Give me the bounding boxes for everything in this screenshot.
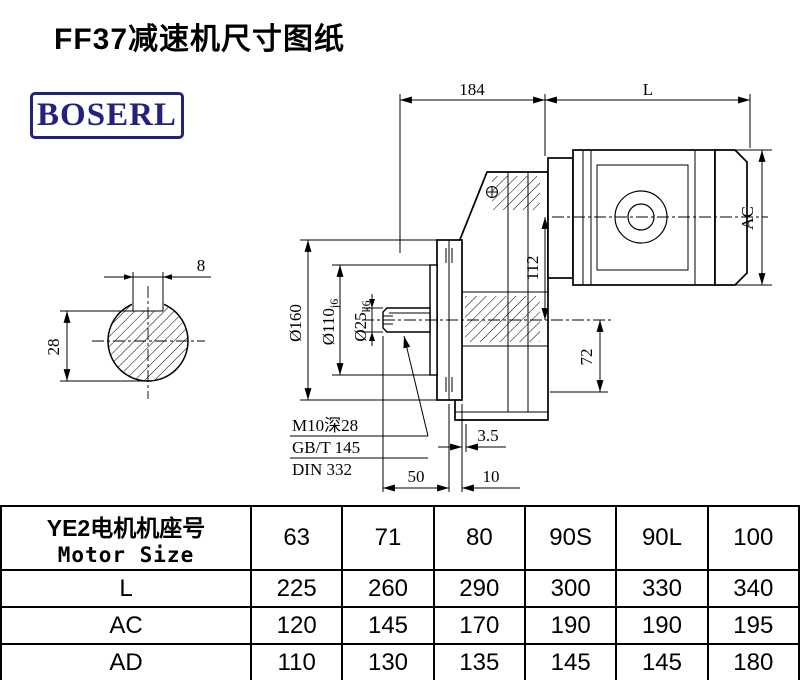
table-row-AD: AD 110 130 135 145 145 180 [0, 643, 800, 680]
note-gbt: GB/T 145 [292, 438, 360, 457]
table-row-L: L 225 260 290 300 330 340 [0, 569, 800, 608]
cell: 170 [432, 606, 526, 645]
cell: 145 [341, 606, 435, 645]
dim-key-width: 8 [197, 256, 206, 275]
header-col: 90S [523, 505, 618, 571]
cell: 180 [706, 643, 800, 680]
row-label: AC [0, 606, 252, 645]
cell: 190 [523, 606, 618, 645]
dim-shaft: Ø25k6 [351, 300, 373, 341]
motor [547, 149, 768, 286]
cell: 110 [249, 643, 344, 680]
cell: 195 [706, 606, 800, 645]
section-hatch-lower [465, 296, 540, 342]
cell: 145 [523, 643, 618, 680]
boserl-logo: BOSERL [30, 92, 184, 139]
header-col: 80 [432, 505, 526, 571]
bottom-annotations: M10深28 GB/T 145 DIN 332 3.5 50 10 [290, 335, 520, 492]
header-col: 63 [249, 505, 344, 571]
cell: 225 [249, 569, 344, 608]
gearbox-housing [454, 171, 549, 421]
cell: 130 [341, 643, 435, 680]
cell: 340 [706, 569, 800, 608]
dim-AC: AC [738, 206, 757, 230]
dim-184: 184 [459, 80, 485, 99]
page-title: FF37减速机尺寸图纸 [54, 23, 346, 56]
dim-3-5: 3.5 [477, 426, 498, 445]
cell: 330 [615, 569, 709, 608]
cell: 290 [432, 569, 526, 608]
cell: 120 [249, 606, 344, 645]
header-motor-size: YE2电机机座号 Motor Size [0, 505, 252, 571]
cell: 145 [615, 643, 709, 680]
dim-flange-od: Ø160 [286, 304, 305, 342]
table-row-AC: AC 120 145 170 190 190 195 [0, 606, 800, 645]
cell: 190 [615, 606, 709, 645]
row-label: AD [0, 643, 252, 680]
top-dimensions: 184 L [399, 80, 751, 253]
dim-10: 10 [483, 467, 500, 486]
header-col: 100 [706, 505, 800, 571]
header-en-label: Motor Size [57, 543, 195, 567]
technical-drawing: 8 28 [44, 80, 772, 492]
right-dimension-ac: AC [715, 149, 772, 286]
note-din: DIN 332 [292, 460, 352, 479]
cell: 300 [523, 569, 618, 608]
header-col: 90L [615, 505, 709, 571]
header-col: 71 [341, 505, 435, 571]
cell: 135 [432, 643, 526, 680]
table-header-row: YE2电机机座号 Motor Size 63 71 80 90S 90L 100 [0, 505, 800, 571]
header-cn-label: YE2电机机座号 [46, 515, 206, 541]
motor-adapter [547, 157, 574, 279]
output-flange-shaft [362, 239, 612, 401]
cell: 260 [341, 569, 435, 608]
dim-spigot: Ø110j6 [319, 299, 341, 346]
row-label: L [0, 569, 252, 608]
dim-L: L [643, 80, 653, 99]
logo-text: BOSERL [37, 97, 177, 133]
left-dimensions: Ø160 Ø110j6 Ø25k6 [286, 239, 437, 401]
dim-112: 112 [523, 256, 542, 281]
dim-key-height: 28 [44, 339, 63, 356]
dim-72: 72 [577, 349, 596, 366]
note-tap: M10深28 [292, 416, 358, 435]
shaft-section-view: 8 28 [44, 256, 211, 399]
motor-body [572, 149, 716, 286]
mid-dimensions: 112 72 [523, 217, 608, 393]
dim-50: 50 [408, 467, 425, 486]
motor-size-table: YE2电机机座号 Motor Size 63 71 80 90S 90L 100… [0, 505, 800, 680]
section-hatch-upper [492, 176, 540, 210]
